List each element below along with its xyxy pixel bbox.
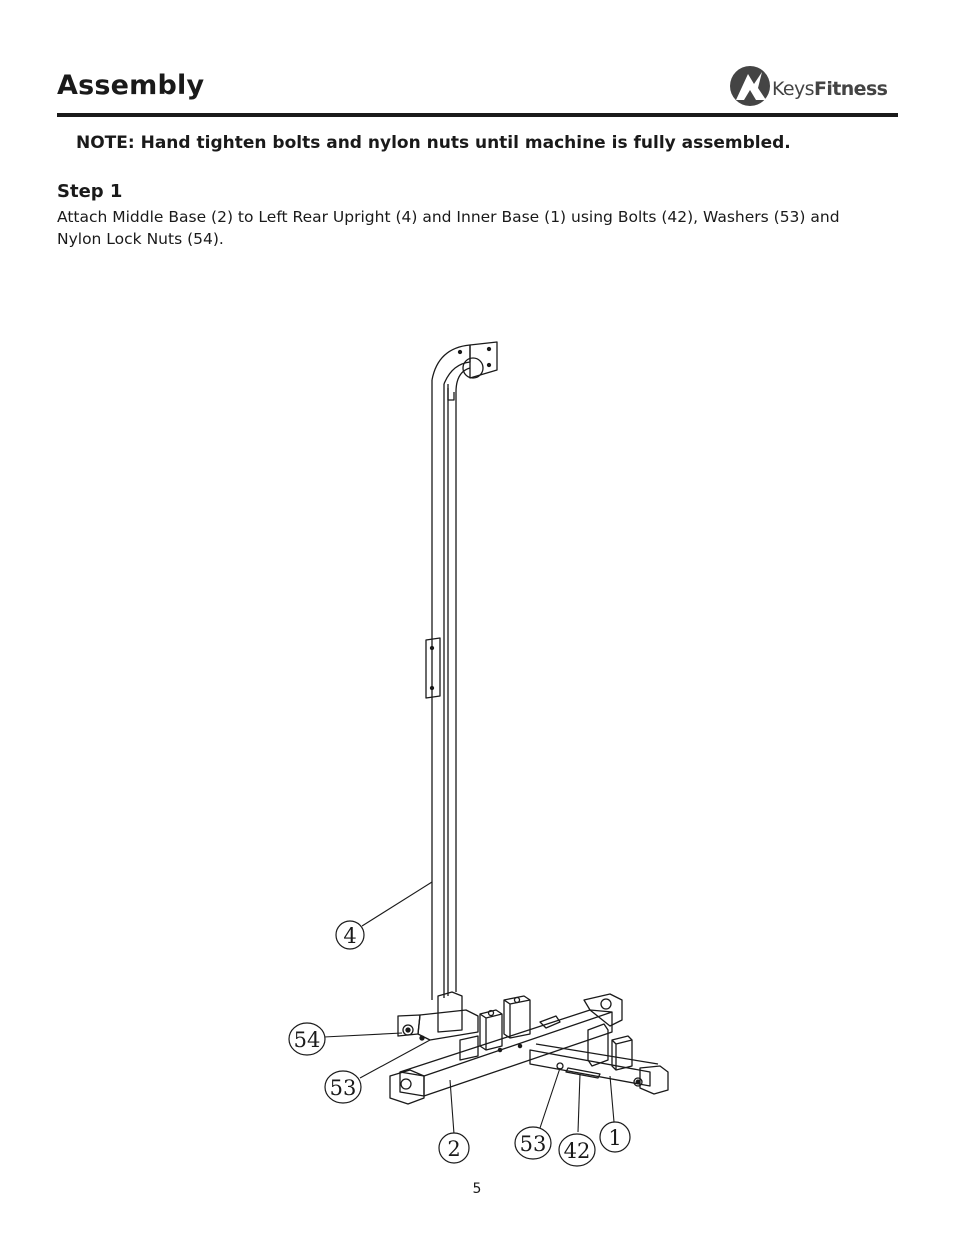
step-title: Step 1 <box>57 181 123 202</box>
callout-4: 4 <box>335 920 365 950</box>
logo-wordmark: KeysFitness <box>772 78 888 100</box>
page-number: 5 <box>472 1181 482 1197</box>
svg-text:4: 4 <box>343 924 356 948</box>
svg-text:1: 1 <box>608 1126 621 1150</box>
svg-text:42: 42 <box>564 1139 591 1163</box>
svg-text:53: 53 <box>330 1076 357 1100</box>
step-instructions: Attach Middle Base (2) to Left Rear Upri… <box>57 208 840 248</box>
callout-53-right: 53 <box>514 1126 552 1160</box>
svg-text:53: 53 <box>520 1132 547 1156</box>
page-header: Assembly KeysFitness <box>57 64 898 117</box>
callout-53-left: 53 <box>324 1070 362 1104</box>
keysfitness-logo: KeysFitness <box>728 64 898 108</box>
callout-2: 2 <box>438 1132 470 1164</box>
svg-text:2: 2 <box>447 1137 460 1161</box>
inner-base <box>459 1035 669 1095</box>
assembly-note: NOTE: Hand tighten bolts and nylon nuts … <box>76 133 791 153</box>
middle-base <box>389 993 623 1105</box>
left-rear-upright <box>425 341 498 1000</box>
page-title: Assembly <box>57 70 205 101</box>
upright-base-bracket <box>397 991 479 1041</box>
svg-text:54: 54 <box>294 1028 321 1052</box>
base-posts <box>479 995 633 1071</box>
callout-54: 54 <box>288 1022 326 1056</box>
callout-1: 1 <box>599 1121 631 1153</box>
keysfitness-logo-icon <box>730 66 770 106</box>
leader-lines <box>323 881 615 1135</box>
header-rule <box>57 113 898 117</box>
callout-42: 42 <box>558 1133 596 1167</box>
